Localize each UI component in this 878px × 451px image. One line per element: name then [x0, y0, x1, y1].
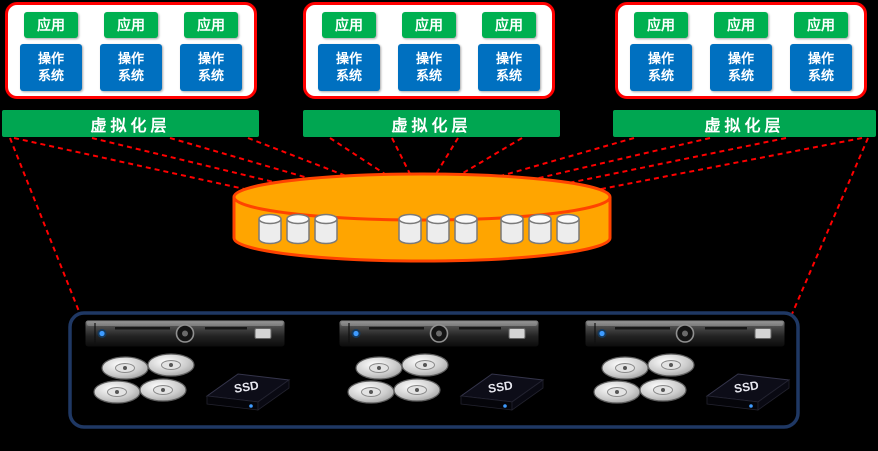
os-label: 操作系统 [495, 51, 522, 83]
app-box: 应用 [24, 12, 78, 38]
os-box: 操作系统 [318, 44, 380, 91]
os-label: 操作系统 [647, 51, 674, 83]
server-enclosure-border [68, 311, 800, 429]
app-box: 应用 [714, 12, 768, 38]
app-box: 应用 [482, 12, 536, 38]
vm-stack: 应用 操作系统 [477, 12, 541, 96]
vm-stack: 应用 操作系统 [629, 12, 693, 96]
storage-pool-cylinder [232, 172, 612, 263]
virtualization-layer-bar-3: 虚拟化层 [613, 110, 876, 137]
app-box: 应用 [634, 12, 688, 38]
vm-stack: 应用 操作系统 [317, 12, 381, 96]
os-label: 操作系统 [415, 51, 442, 83]
os-label: 操作系统 [37, 51, 64, 83]
vm-stack: 应用 操作系统 [397, 12, 461, 96]
os-box: 操作系统 [790, 44, 852, 91]
vm-group-1: 应用 操作系统 应用 操作系统 应用 操作系统 [5, 2, 257, 99]
storage-disk-cluster-3 [500, 213, 580, 245]
vm-stack: 应用 操作系统 [99, 12, 163, 96]
app-box: 应用 [104, 12, 158, 38]
os-box: 操作系统 [398, 44, 460, 91]
storage-disk-cluster-2 [398, 213, 478, 245]
app-box: 应用 [794, 12, 848, 38]
vm-stack: 应用 操作系统 [19, 12, 83, 96]
server-unit-2 [339, 320, 543, 410]
os-box: 操作系统 [100, 44, 162, 91]
os-box: 操作系统 [478, 44, 540, 91]
app-box: 应用 [402, 12, 456, 38]
os-label: 操作系统 [807, 51, 834, 83]
os-box: 操作系统 [630, 44, 692, 91]
os-box: 操作系统 [20, 44, 82, 91]
os-label: 操作系统 [117, 51, 144, 83]
vm-stack: 应用 操作系统 [789, 12, 853, 96]
app-box: 应用 [322, 12, 376, 38]
os-label: 操作系统 [335, 51, 362, 83]
os-label: 操作系统 [727, 51, 754, 83]
connection-lines [9, 137, 869, 315]
server-unit-3 [585, 320, 789, 410]
vm-group-3: 应用 操作系统 应用 操作系统 应用 操作系统 [615, 2, 867, 99]
storage-disk-cluster-1 [258, 213, 338, 245]
virtualization-layer-bar-2: 虚拟化层 [303, 110, 560, 137]
vm-stack: 应用 操作系统 [709, 12, 773, 96]
vm-group-2: 应用 操作系统 应用 操作系统 应用 操作系统 [303, 2, 555, 99]
app-box: 应用 [184, 12, 238, 38]
os-label: 操作系统 [197, 51, 224, 83]
os-box: 操作系统 [710, 44, 772, 91]
vm-stack: 应用 操作系统 [179, 12, 243, 96]
server-unit-1 [85, 320, 289, 410]
virtualization-layer-bar-1: 虚拟化层 [2, 110, 259, 137]
os-box: 操作系统 [180, 44, 242, 91]
